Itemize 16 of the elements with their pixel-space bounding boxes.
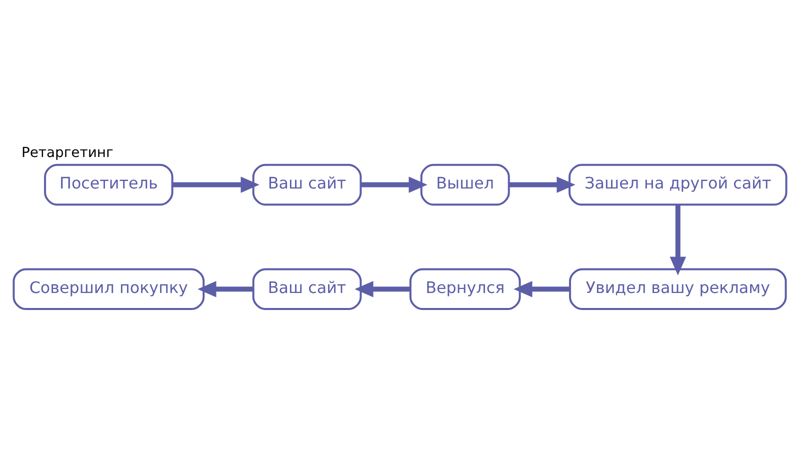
arrow	[198, 280, 254, 297]
arrow	[670, 204, 686, 275]
node-box: Вернулся	[409, 268, 521, 310]
arrow	[360, 176, 428, 192]
node-box: Ваш сайт	[252, 163, 362, 206]
arrow	[514, 280, 570, 297]
node-box: Совершил покупку	[12, 268, 205, 310]
arrow	[354, 280, 410, 297]
node-box: Вышел	[420, 163, 510, 206]
node-box: Ваш сайт	[252, 268, 362, 310]
node-box: Посетитель	[44, 163, 174, 206]
node-box: Зашел на другой сайт	[568, 163, 788, 206]
arrow	[509, 176, 576, 192]
diagram-title: Ретаргетинг	[22, 144, 114, 161]
arrow	[172, 176, 260, 192]
node-box: Увидел вашу рекламу	[569, 268, 787, 310]
